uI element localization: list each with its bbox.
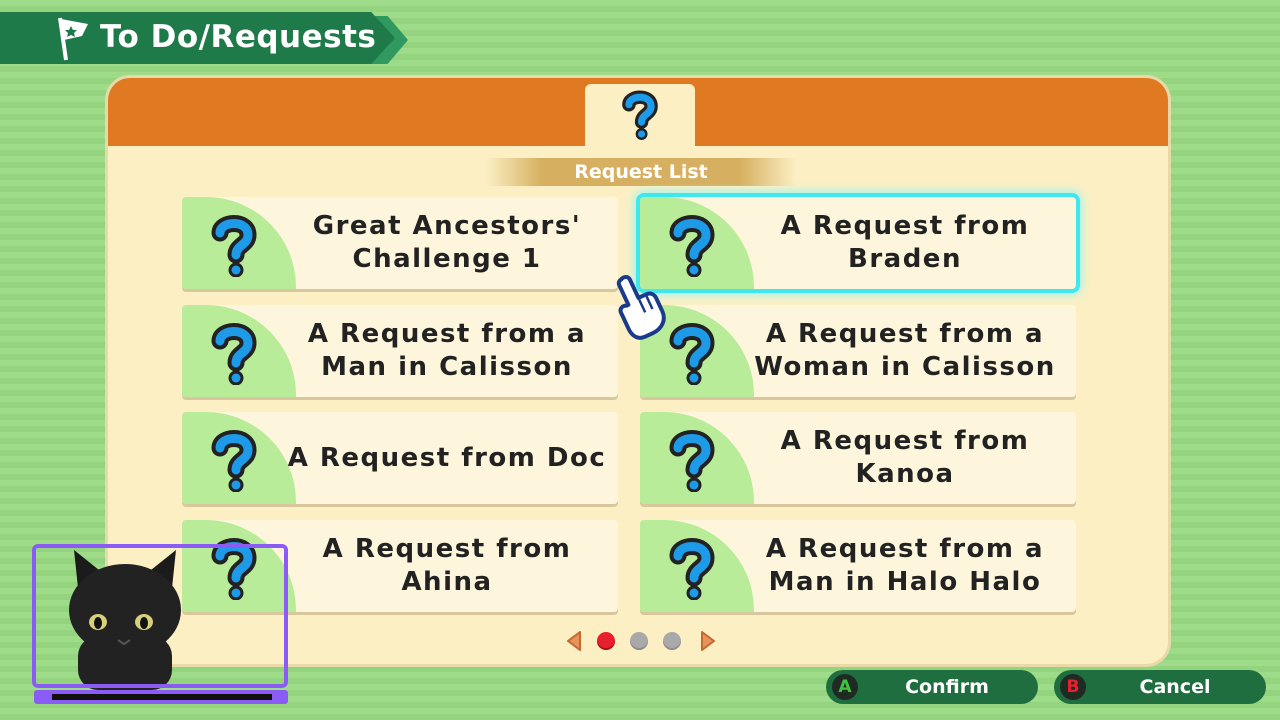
request-card[interactable]: A Request from a Woman in Calisson — [640, 305, 1076, 397]
a-key-icon: A — [832, 674, 858, 700]
page-dot-1[interactable] — [597, 632, 615, 650]
cancel-label: Cancel — [1139, 676, 1211, 698]
page-prev-arrow-icon[interactable] — [564, 630, 584, 652]
question-icon — [669, 323, 715, 385]
black-cat-avatar — [69, 550, 181, 690]
request-card[interactable]: A Request from Ahina — [182, 520, 618, 612]
request-title: A Request from Braden — [780, 211, 1030, 274]
question-icon — [211, 215, 257, 277]
cancel-button[interactable]: B Cancel — [1054, 670, 1266, 704]
page-dot-2[interactable] — [630, 632, 648, 650]
page-indicator — [562, 628, 722, 654]
request-title: A Request from a Man in Calisson — [307, 319, 587, 382]
page-next-arrow-icon[interactable] — [698, 630, 718, 652]
request-card[interactable]: A Request from Kanoa — [640, 412, 1076, 504]
hand-pointer-icon — [616, 274, 666, 340]
confirm-button[interactable]: A Confirm — [826, 670, 1038, 704]
flag-icon — [58, 17, 88, 61]
question-icon — [211, 430, 257, 492]
request-card[interactable]: Great Ancestors' Challenge 1 — [182, 197, 618, 289]
request-card[interactable]: A Request from a Man in Halo Halo — [640, 520, 1076, 612]
question-icon — [669, 430, 715, 492]
request-card[interactable]: A Request from Braden — [640, 197, 1076, 289]
request-title: Great Ancestors' Challenge 1 — [312, 211, 582, 274]
question-icon — [211, 538, 257, 600]
page-title: To Do/Requests — [100, 19, 377, 55]
confirm-label: Confirm — [905, 676, 989, 698]
panel-tab — [585, 84, 695, 146]
webcam-frame — [32, 544, 288, 688]
b-key-icon: B — [1060, 674, 1086, 700]
request-title: A Request from a Man in Halo Halo — [765, 534, 1045, 597]
question-icon — [669, 538, 715, 600]
question-icon — [622, 90, 658, 140]
request-list-title: Request List — [486, 158, 796, 186]
request-title: A Request from a Woman in Calisson — [754, 319, 1056, 382]
question-icon — [669, 215, 715, 277]
question-icon — [211, 323, 257, 385]
request-card[interactable]: A Request from Doc — [182, 412, 618, 504]
request-title: A Request from Doc — [287, 442, 607, 473]
request-title: A Request from Ahina — [322, 534, 572, 597]
webcam-frame-bar — [34, 690, 288, 704]
request-title: A Request from Kanoa — [780, 426, 1030, 489]
page-dot-3[interactable] — [663, 632, 681, 650]
screen-header: To Do/Requests — [0, 12, 408, 68]
request-card[interactable]: A Request from a Man in Calisson — [182, 305, 618, 397]
